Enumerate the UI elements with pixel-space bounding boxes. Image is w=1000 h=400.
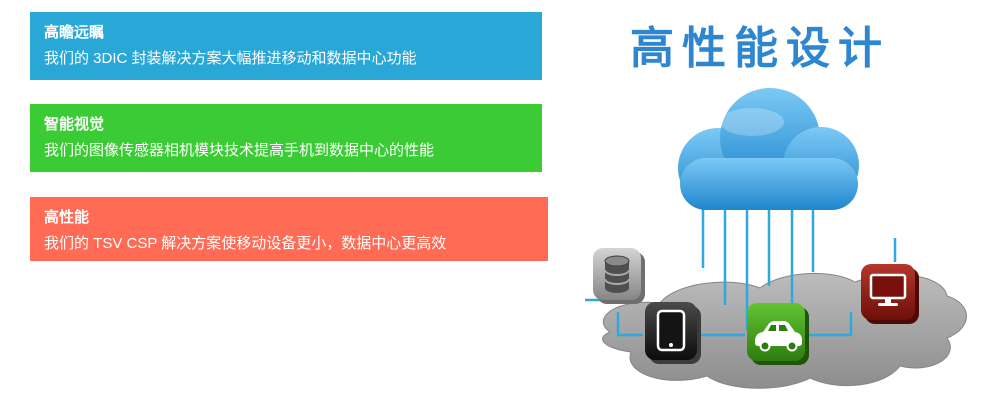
monitor-icon — [861, 264, 919, 324]
feature-banner-smart-vision: 智能视觉 我们的图像传感器相机模块技术提高手机到数据中心的性能 — [30, 104, 542, 172]
banner-body: 我们的 TSV CSP 解决方案使移动设备更小，数据中心更高效 — [44, 235, 447, 252]
database-icon — [593, 248, 645, 304]
banner-title: 高性能 — [44, 209, 90, 226]
feature-banner-vision: 高瞻远瞩 我们的 3DIC 封装解决方案大幅推进移动和数据中心功能 — [30, 12, 542, 80]
banner-body: 我们的图像传感器相机模块技术提高手机到数据中心的性能 — [44, 142, 435, 159]
page-title: 高性能设计 — [630, 23, 890, 74]
feature-banner-performance: 高性能 我们的 TSV CSP 解决方案使移动设备更小，数据中心更高效 — [30, 197, 548, 261]
circuit-lines — [585, 238, 897, 337]
illustration-svg — [585, 88, 967, 389]
tablet-icon — [645, 302, 701, 364]
cloud-connection-lines — [701, 200, 815, 330]
banner-body: 我们的 3DIC 封装解决方案大幅推进移动和数据中心功能 — [44, 50, 417, 67]
cloud-icon — [678, 88, 859, 210]
cloud-devices-illustration — [555, 0, 1000, 400]
car-icon — [747, 303, 809, 365]
banner-title: 智能视觉 — [44, 116, 105, 133]
banner-title: 高瞻远瞩 — [44, 24, 105, 41]
